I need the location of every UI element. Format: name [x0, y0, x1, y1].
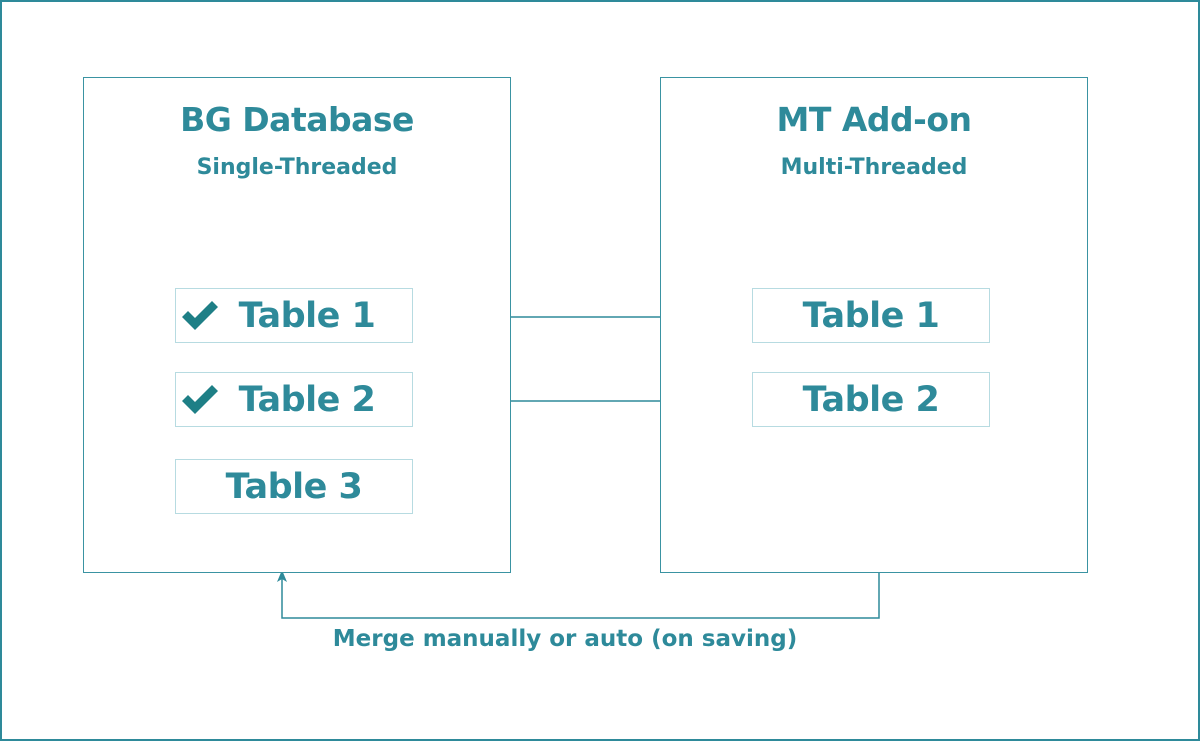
bg-table-1-label: Table 1	[238, 295, 376, 336]
mt-addon-subtitle: Multi-Threaded	[780, 155, 968, 180]
check-icon	[182, 301, 218, 330]
mt-table-2-label: Table 2	[802, 379, 940, 420]
bg-table-3: Table 3	[175, 459, 413, 514]
bg-table-1: Table 1	[175, 288, 413, 343]
bg-table-3-label: Table 3	[225, 466, 363, 507]
bg-database-subtitle: Single-Threaded	[196, 155, 398, 180]
merge-caption: Merge manually or auto (on saving)	[332, 626, 798, 652]
bg-table-2: Table 2	[175, 372, 413, 427]
bg-database-title: BG Database	[180, 100, 414, 139]
mt-table-2: Table 2	[752, 372, 990, 427]
mt-addon-title: MT Add-on	[776, 100, 972, 139]
merge-back-connector	[277, 570, 880, 619]
bg-table-2-label: Table 2	[238, 379, 376, 420]
check-icon	[182, 385, 218, 414]
mt-table-1: Table 1	[752, 288, 990, 343]
mt-table-1-label: Table 1	[802, 295, 940, 336]
